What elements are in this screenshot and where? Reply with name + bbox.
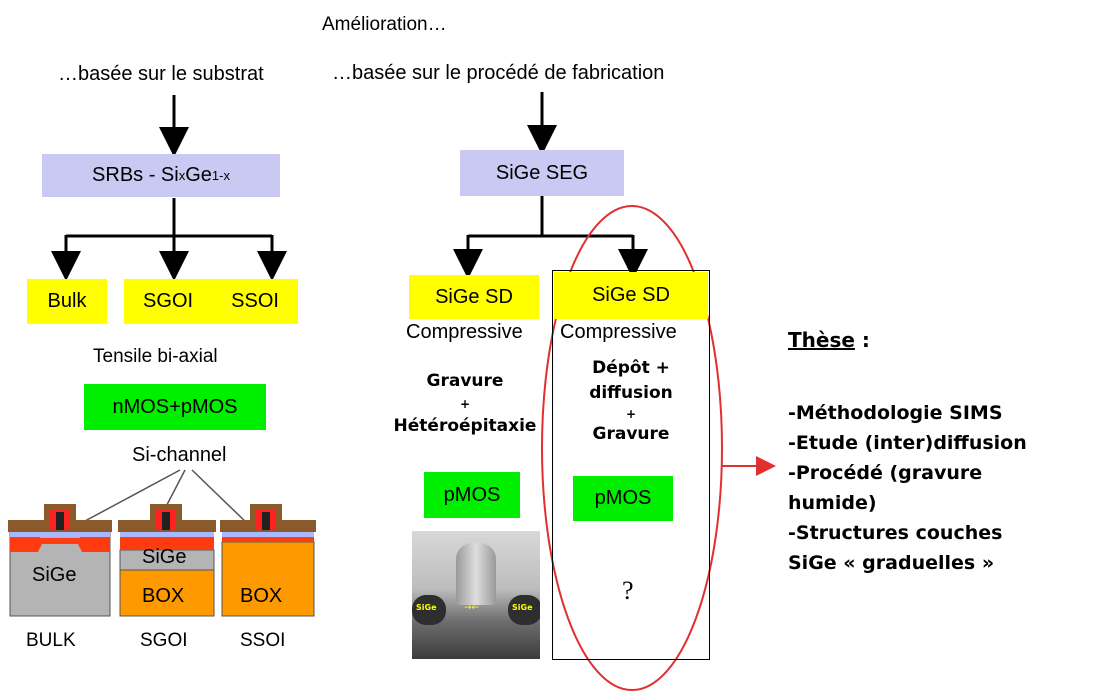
col2-frame: [552, 270, 710, 660]
srb-sub-x: x: [178, 168, 186, 183]
tem-sige-right: [508, 595, 540, 625]
sgoi-ssoi-box: SGOI SSOI: [124, 279, 298, 324]
bulk-name: BULK: [26, 630, 76, 651]
bulk-sige-label: SiGe: [32, 564, 77, 586]
ssoi-name: SSOI: [240, 630, 286, 651]
thesis-title-text: Thèse: [788, 328, 855, 352]
tem-image: SiGe SiGe →←: [412, 531, 540, 659]
tem-gate: [456, 543, 496, 605]
process-heading: …basée sur le procédé de fabrication: [332, 62, 665, 84]
srb-prefix: SRBs - Si: [92, 164, 179, 186]
unknown-mark: ?: [622, 576, 634, 605]
sgoi-name: SGOI: [140, 630, 188, 651]
si-channel-label: Si-channel: [132, 444, 227, 466]
srb-ge: Ge: [185, 164, 212, 186]
sige-seg-label: SiGe SEG: [495, 161, 589, 184]
col1-process-line2: +: [459, 397, 471, 411]
col1-process-line1: Gravure: [426, 371, 504, 391]
thesis-item-2: -Etude (inter)diffusion: [788, 432, 1027, 454]
ssoi-box-label: BOX: [240, 585, 283, 607]
thesis-item-3: -Procédé (gravure: [788, 462, 983, 484]
col1-sd-label: SiGe SD: [435, 285, 513, 308]
tensile-label: Tensile bi-axial: [93, 346, 218, 367]
tem-label-right: SiGe: [512, 603, 533, 612]
col2-process-line2: diffusion: [589, 383, 673, 403]
col2-pmos-box: pMOS: [573, 476, 673, 521]
ssoi-structure: [220, 504, 316, 617]
thesis-item-6: SiGe « graduelles »: [788, 552, 995, 574]
thesis-title: Thèse :: [788, 328, 870, 352]
col2-process-line1: Dépôt +: [592, 358, 670, 378]
srb-sub-1x: 1-x: [211, 168, 230, 183]
sgoi-structure: [118, 504, 216, 617]
col2-process-line4: Gravure: [592, 424, 670, 444]
thesis-item-5: -Structures couches: [788, 522, 1003, 544]
sgoi-box-label: BOX: [142, 585, 185, 607]
col2-process: Dépôt + diffusion + Gravure: [554, 356, 708, 447]
tem-label-left: SiGe: [416, 603, 437, 612]
bulk-label: Bulk: [47, 290, 87, 312]
col1-sd-box: SiGe SD: [409, 275, 539, 319]
col1-process-line3: Hétéroépitaxie: [393, 416, 537, 436]
substrate-heading: …basée sur le substrat: [58, 63, 264, 85]
col1-pmos-box: pMOS: [424, 472, 520, 518]
sgoi-label: SGOI: [143, 290, 194, 312]
sgoi-sige-label: SiGe: [142, 546, 187, 568]
nmos-pmos-label: nMOS+pMOS: [112, 395, 238, 418]
col2-process-line3: +: [625, 407, 637, 421]
highlight-ellipse: [541, 205, 723, 691]
diagram-title: Amélioration…: [322, 14, 447, 35]
thesis-title-colon: :: [854, 328, 870, 352]
nmos-pmos-box: nMOS+pMOS: [84, 384, 266, 430]
col2-strain: Compressive: [560, 321, 677, 343]
bulk-structure: [8, 504, 112, 617]
bulk-box: Bulk: [27, 279, 107, 324]
col1-process: Gravure + Hétéroépitaxie: [380, 368, 550, 440]
ssoi-label: SSOI: [231, 290, 279, 312]
sige-seg-box: SiGe SEG: [460, 150, 624, 196]
col2-pmos-label: pMOS: [594, 487, 652, 509]
thesis-item-4: humide): [788, 492, 877, 514]
col1-pmos-label: pMOS: [443, 483, 501, 506]
tem-sige-left: [412, 595, 446, 625]
tem-arrows: →←: [464, 603, 480, 613]
col2-sd-label: SiGe SD: [592, 284, 670, 306]
col2-sd-box: SiGe SD: [554, 272, 708, 319]
col1-strain: Compressive: [406, 321, 523, 343]
thesis-item-1: -Méthodologie SIMS: [788, 402, 1003, 424]
